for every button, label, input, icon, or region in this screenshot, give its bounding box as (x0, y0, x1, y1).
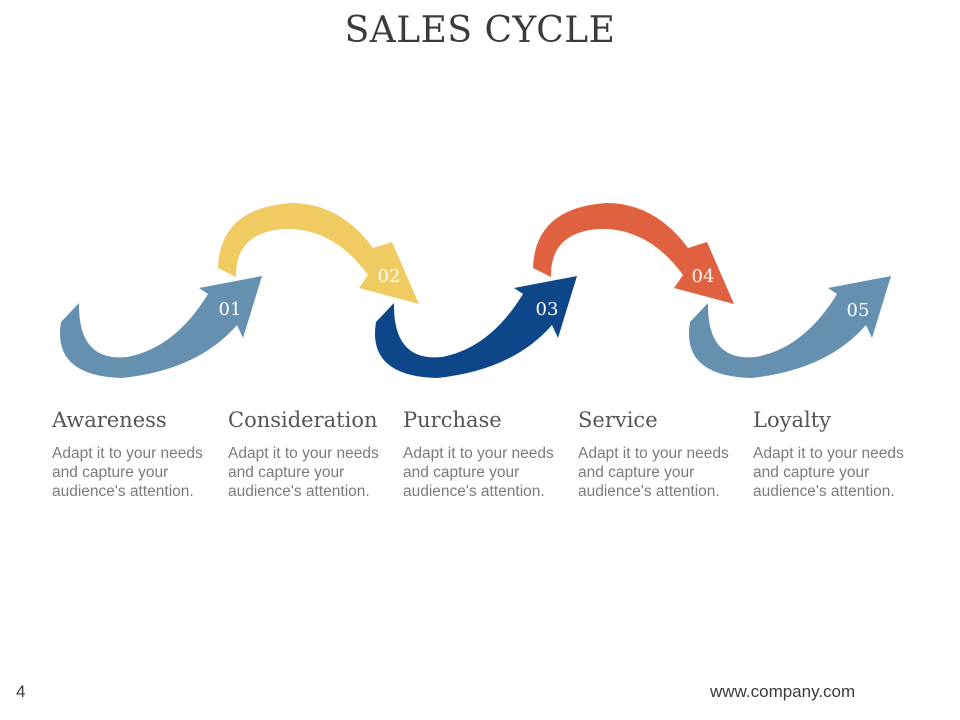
arrow-02-shape (218, 203, 419, 304)
stage-title: Loyalty (753, 408, 831, 432)
step-number-02: 02 (378, 266, 401, 287)
stage-purchase: Purchase Adapt it to your needs and capt… (403, 408, 571, 501)
step-number-01: 01 (219, 299, 242, 320)
arrow-04: 04 (533, 203, 734, 304)
slide-title: SALES CYCLE (344, 10, 616, 51)
arrow-05: 05 (688, 276, 891, 378)
stage-description: Adapt it to your needs and capture your … (403, 445, 554, 500)
stage-title: Service (578, 408, 658, 432)
arrow-01-shape (59, 276, 262, 378)
step-number-05: 05 (847, 300, 870, 321)
stage-description: Adapt it to your needs and capture your … (578, 445, 729, 500)
arrow-03-shape (374, 276, 577, 378)
stage-title: Consideration (228, 408, 378, 432)
step-number-03: 03 (536, 299, 559, 320)
footer-url: www.company.com (710, 682, 856, 701)
arrow-03: 03 (374, 276, 577, 378)
stage-consideration: Consideration Adapt it to your needs and… (228, 408, 396, 501)
step-number-04: 04 (692, 266, 715, 287)
stage-title: Purchase (403, 408, 502, 432)
stage-description: Adapt it to your needs and capture your … (753, 445, 904, 500)
arrow-02: 02 (218, 203, 419, 304)
arrow-04-shape (533, 203, 734, 304)
stage-description: Adapt it to your needs and capture your … (228, 445, 379, 500)
page-number: 4 (16, 682, 26, 701)
arrow-05-shape (688, 276, 891, 378)
stage-awareness: Awareness Adapt it to your needs and cap… (52, 408, 220, 501)
stage-service: Service Adapt it to your needs and captu… (578, 408, 746, 501)
arrow-01: 01 (59, 276, 262, 378)
stage-title: Awareness (52, 408, 167, 432)
stage-loyalty: Loyalty Adapt it to your needs and captu… (753, 408, 921, 501)
stage-description: Adapt it to your needs and capture your … (52, 445, 203, 500)
